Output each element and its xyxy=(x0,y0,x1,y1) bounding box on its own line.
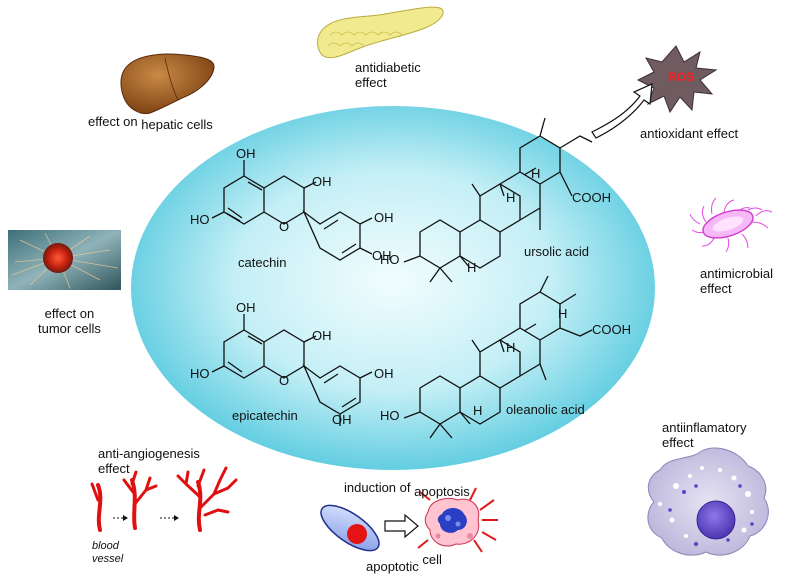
oleanolic-h3: H xyxy=(473,403,483,418)
apoptosis-word-text: apoptosis xyxy=(414,484,470,499)
antidiabetic-label: antidiabetic effect xyxy=(355,60,421,90)
ursolic-cooh: COOH xyxy=(572,190,611,205)
epicatechin-o-ring: O xyxy=(279,373,290,388)
apoptotic-text: apoptotic xyxy=(366,559,419,574)
ursolic-h3: H xyxy=(467,260,477,275)
catechin-name: catechin xyxy=(238,255,287,270)
antimicrobial-label: antimicrobial effect xyxy=(700,266,773,296)
antiangiogenesis-label: anti-angiogenesis effect xyxy=(98,446,200,476)
catechin-o-ring: O xyxy=(279,219,290,234)
ursolic-structure xyxy=(403,117,593,283)
epicatechin-structure xyxy=(211,314,373,426)
antiinflammatory-label: antiinflamatory effect xyxy=(662,420,747,450)
epicatechin-ho-left: HO xyxy=(190,366,210,381)
oleanolic-h2: H xyxy=(506,340,516,355)
microbe-icon xyxy=(689,197,773,253)
ros-star-icon xyxy=(636,45,718,114)
liver-icon xyxy=(120,53,215,115)
ursolic-h1: H xyxy=(531,166,541,181)
epicatechin-oh-b1: OH xyxy=(374,366,394,381)
oleanolic-cooh: COOH xyxy=(592,322,631,337)
catechin-oh-b2: OH xyxy=(372,248,392,263)
hepatic-effect-on-text: effect on xyxy=(88,114,138,129)
apoptosis-arrow-icon xyxy=(384,513,419,539)
ursolic-name: ursolic acid xyxy=(524,244,590,259)
epicatechin-oh-right: OH xyxy=(312,328,332,343)
antioxidant-label: antioxidant effect xyxy=(640,126,739,141)
hepatic-cells-text: hepatic cells xyxy=(141,117,213,132)
apoptosis-induction-text: induction of xyxy=(344,480,411,495)
hepatic-effect-label: effect on hepatic cells xyxy=(88,114,213,132)
apoptosis-induction-label: induction of apoptosis xyxy=(344,480,470,499)
tumor-label: effect on tumor cells xyxy=(38,306,101,336)
catechin-oh-top: OH xyxy=(236,146,256,161)
healthy-cell-icon xyxy=(320,504,380,552)
blood-vessel-label: blood vessel xyxy=(92,540,124,565)
macrophage-icon xyxy=(647,447,769,556)
epicatechin-oh-top: OH xyxy=(236,300,256,315)
ursolic-h2: H xyxy=(506,190,516,205)
catechin-ho-left: HO xyxy=(190,212,210,227)
epicatechin-name: epicatechin xyxy=(232,408,298,423)
oleanolic-structure xyxy=(403,275,593,439)
pancreas-icon xyxy=(317,6,444,59)
tumor-cell-image xyxy=(8,230,121,290)
compounds-ellipse xyxy=(131,106,655,470)
antioxidant-arrow-icon xyxy=(591,83,653,139)
vessel-arrowhead-icon xyxy=(123,515,128,521)
apoptotic-cell-icon xyxy=(417,487,498,553)
ros-label: ROS xyxy=(668,70,695,84)
catechin-structure xyxy=(211,160,373,261)
oleanolic-name: oleanolic acid xyxy=(506,402,585,417)
epicatechin-oh-b2: OH xyxy=(332,412,352,427)
blood-vessel-icon xyxy=(90,466,238,532)
catechin-oh-b1: OH xyxy=(374,210,394,225)
ursolic-ho: HO xyxy=(380,252,400,267)
vessel-arrowhead-icon xyxy=(174,515,179,521)
catechin-oh-right: OH xyxy=(312,174,332,189)
apoptotic-cell-text: cell xyxy=(422,552,442,567)
apoptotic-cell-label: apoptotic cell xyxy=(366,552,442,574)
oleanolic-ho: HO xyxy=(380,408,400,423)
oleanolic-h1: H xyxy=(558,306,568,321)
